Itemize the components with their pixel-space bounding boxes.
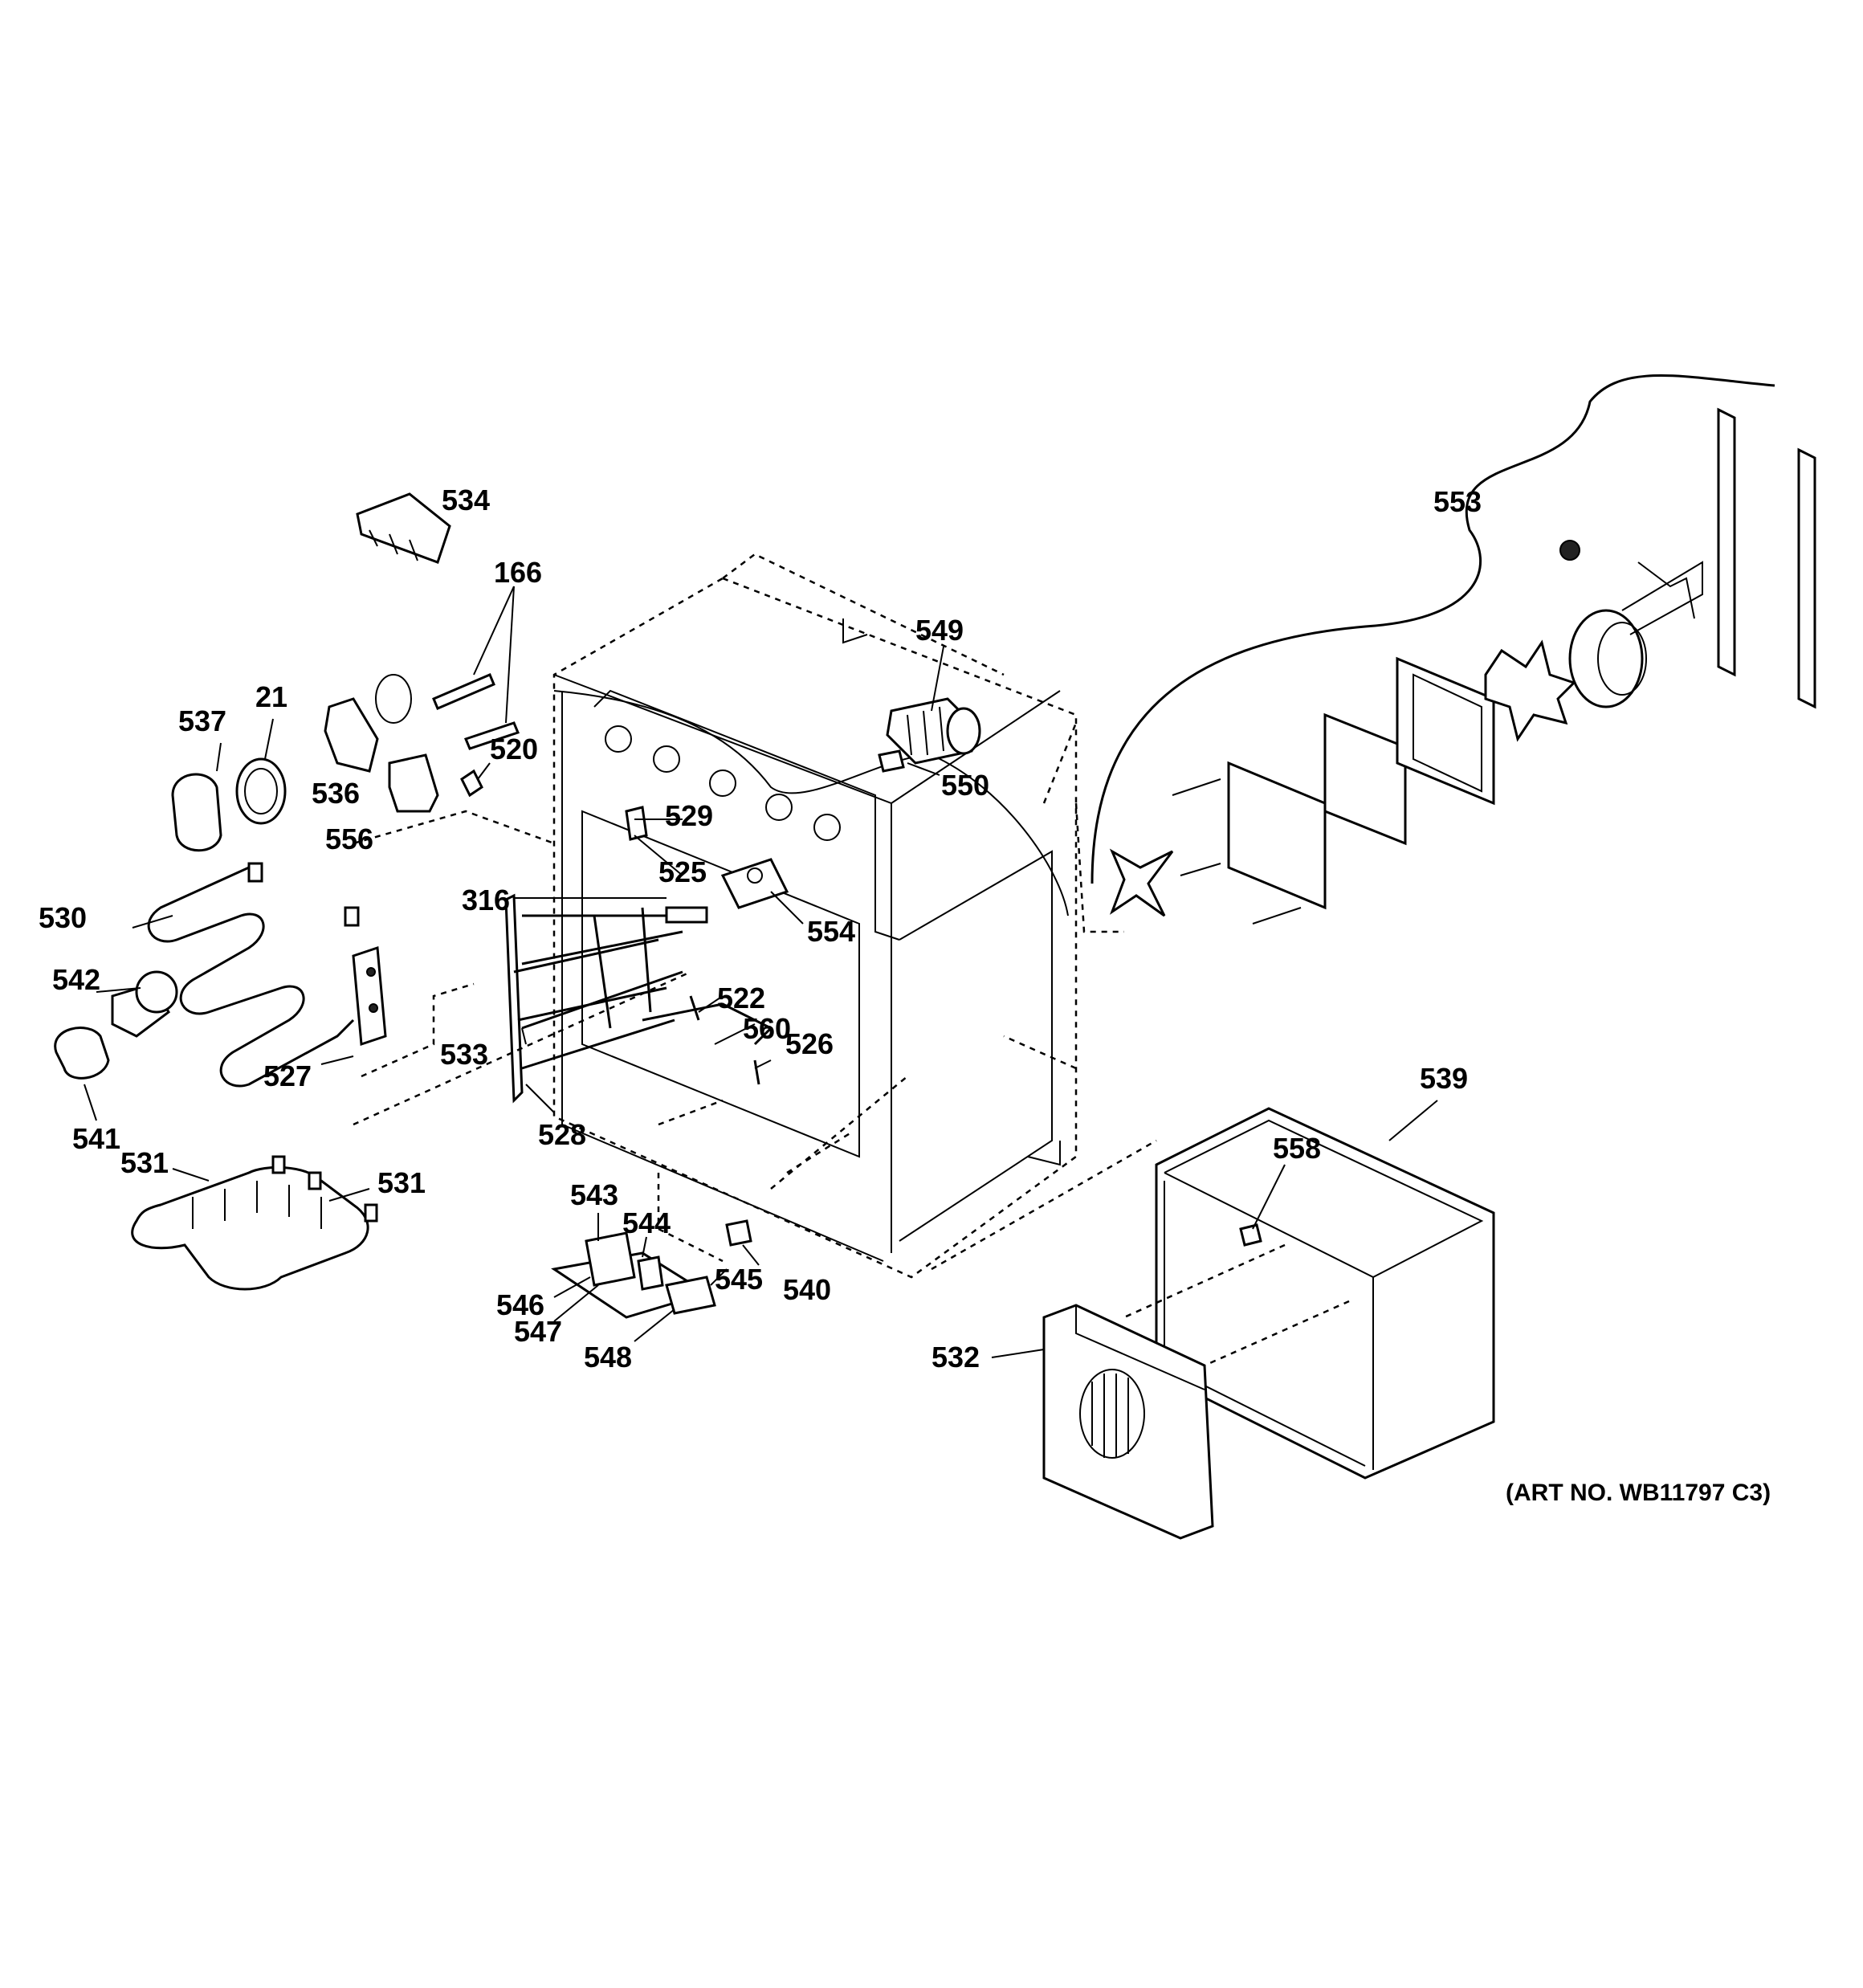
callout-520: 520: [490, 733, 538, 765]
callout-554: 554: [807, 915, 855, 948]
callout-556: 556: [325, 823, 373, 855]
callout-550: 550: [941, 769, 989, 802]
callout-542: 542: [52, 963, 100, 996]
callout-543: 543: [570, 1178, 618, 1211]
convection-fan-assembly: [1090, 374, 1816, 925]
callout-541: 541: [72, 1122, 120, 1155]
callout-527: 527: [263, 1059, 312, 1092]
callout-536: 536: [312, 777, 360, 810]
callout-522: 522: [717, 982, 765, 1014]
rack-assembly: [504, 806, 789, 1104]
callout-539: 539: [1420, 1062, 1468, 1095]
callout-553: 553: [1433, 485, 1482, 518]
assembly-lines: [353, 722, 1157, 1271]
callout-532: 532: [932, 1341, 980, 1374]
callout-525: 525: [658, 855, 707, 888]
callout-leaders: [96, 586, 1438, 1358]
left-components: [54, 492, 520, 1291]
callout-534: 534: [442, 484, 490, 516]
callout-548: 548: [584, 1341, 632, 1374]
callout-166: 166: [494, 556, 542, 589]
callout-526: 526: [785, 1027, 834, 1060]
callout-21: 21: [255, 680, 287, 713]
blower-motor: [878, 697, 981, 773]
callout-549: 549: [915, 614, 964, 647]
art-number: (ART NO. WB11797 C3): [1506, 1480, 1771, 1506]
callout-530: 530: [39, 901, 87, 934]
callout-546: 546: [496, 1288, 544, 1321]
warming-drawer: [1042, 1107, 1495, 1540]
callout-537: 537: [178, 704, 226, 737]
callout-540: 540: [783, 1273, 831, 1306]
callout-528: 528: [538, 1118, 586, 1151]
callout-558: 558: [1273, 1132, 1321, 1165]
callout-531-left: 531: [120, 1146, 169, 1179]
callout-533: 533: [440, 1038, 488, 1071]
callout-labels: 534 166 537 21 536 520 556 549 550 553 5…: [39, 484, 1482, 1374]
callout-544: 544: [622, 1206, 671, 1239]
callout-560: 560: [743, 1012, 791, 1045]
callout-529: 529: [665, 799, 713, 832]
callout-531-right: 531: [377, 1166, 426, 1199]
callout-545: 545: [715, 1263, 763, 1296]
callout-316: 316: [462, 884, 510, 916]
control-board-assembly: [551, 1219, 752, 1319]
callout-547: 547: [514, 1315, 562, 1348]
